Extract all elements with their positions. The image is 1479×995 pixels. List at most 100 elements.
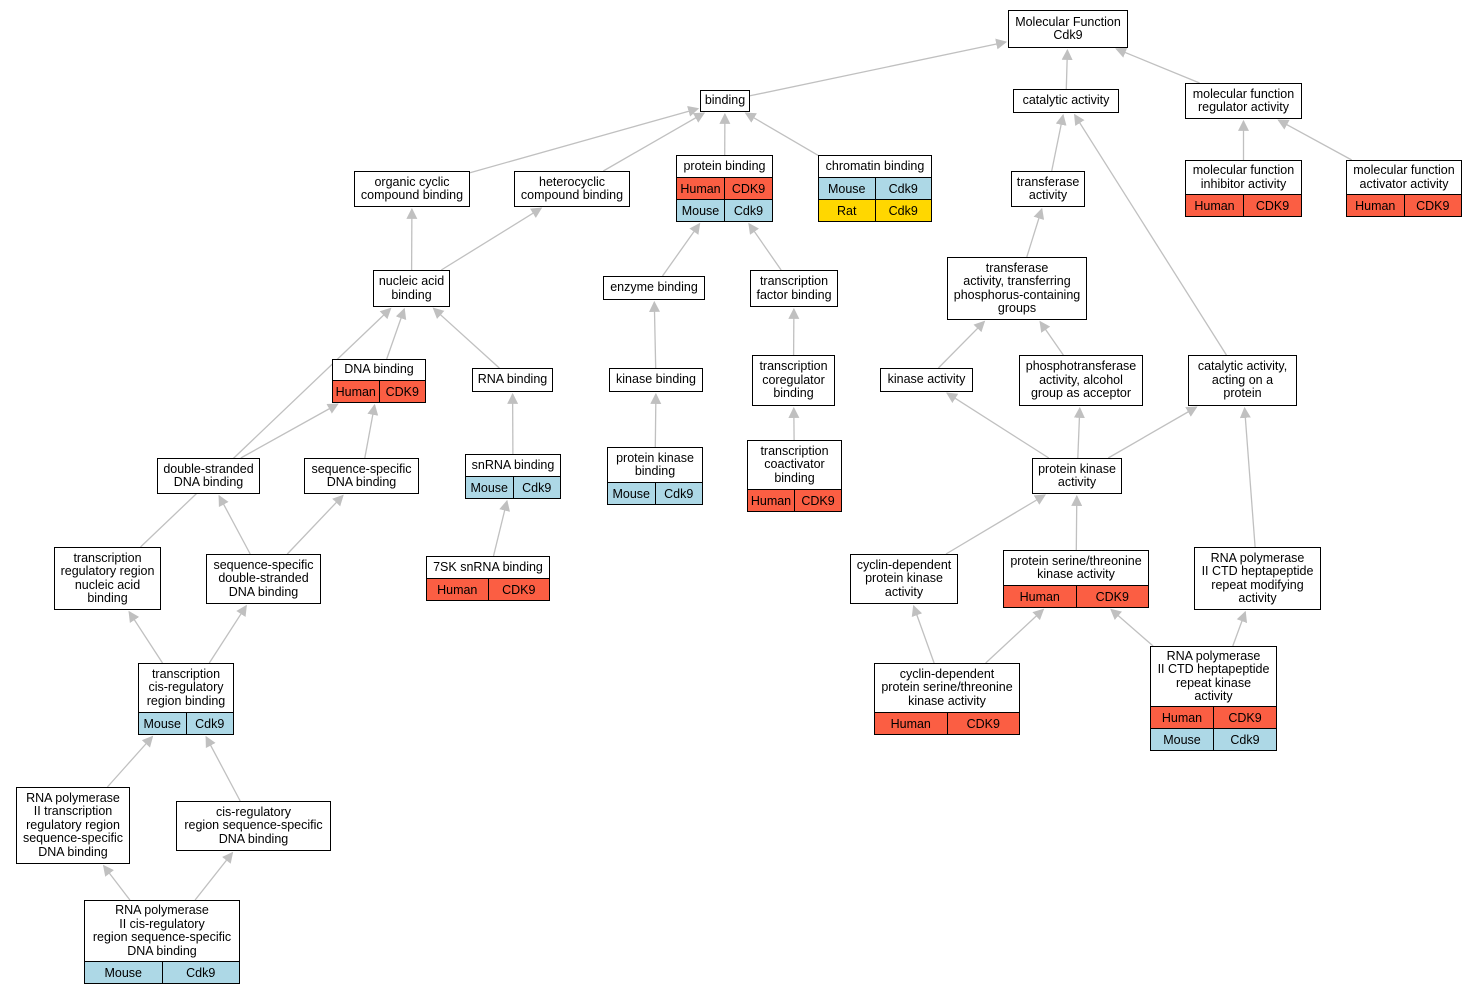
go-term-label-line: DNA binding bbox=[344, 362, 414, 377]
go-term-node-catalytic[interactable]: catalytic activity bbox=[1013, 89, 1119, 113]
go-term-label-line: II transcription bbox=[33, 804, 113, 819]
gene-symbol-cell: Cdk9 bbox=[874, 178, 932, 199]
go-term-label-line: transferase bbox=[985, 260, 1049, 275]
go-term-node-binding[interactable]: binding bbox=[700, 90, 750, 112]
species-name-cell: Human bbox=[1194, 198, 1235, 213]
go-term-label-line: catalytic activity, bbox=[1197, 359, 1288, 374]
gene-symbol-cell: Cdk9 bbox=[654, 483, 703, 504]
gene-symbol-cell: CDK9 bbox=[1213, 707, 1276, 728]
go-term-label-line: transferase bbox=[1016, 174, 1080, 189]
is-a-edge-transfphos-to-transf bbox=[1026, 207, 1045, 258]
species-name-cell: Human bbox=[437, 582, 478, 597]
go-term-label-line: protein kinase bbox=[1038, 461, 1116, 476]
is-a-edge-ctdmod-to-catprot bbox=[1239, 406, 1256, 548]
go-term-label: kinase activity bbox=[881, 369, 972, 391]
gene-symbol-cell: Cdk9 bbox=[1213, 729, 1276, 750]
species-name-cell: Mouse bbox=[143, 716, 182, 731]
go-term-label-line: DNA binding bbox=[127, 943, 197, 958]
go-term-label-line: protein bbox=[1223, 386, 1262, 401]
go-term-label-line: RNA binding bbox=[477, 372, 548, 387]
go-term-label: 7SK snRNA binding bbox=[427, 557, 549, 578]
go-term-label-line: molecular function bbox=[1192, 163, 1295, 177]
go-term-label-line: enzyme binding bbox=[610, 280, 698, 295]
go-term-node-enzbind[interactable]: enzyme binding bbox=[603, 276, 705, 300]
go-term-label-line: DNA binding bbox=[218, 831, 289, 846]
gene-symbol-cell: CDK9 bbox=[1075, 586, 1149, 607]
go-term-label-line: cis-regulatory bbox=[148, 680, 224, 695]
go-term-label-line: RNA polymerase bbox=[115, 903, 209, 917]
is-a-edge-ctdkin-to-ctdmod bbox=[1232, 610, 1248, 647]
go-term-label: snRNA binding bbox=[466, 455, 560, 476]
go-term-label-line: DNA binding bbox=[326, 475, 397, 489]
species-name-cell: Mouse bbox=[827, 181, 866, 196]
go-term-label-line: molecular function bbox=[1192, 86, 1295, 101]
go-term-label-line: DNA binding bbox=[173, 475, 244, 489]
go-term-node-kinbind[interactable]: kinase binding bbox=[609, 368, 703, 392]
go-term-node-rnabind[interactable]: RNA binding bbox=[472, 368, 553, 392]
go-term-label-line: acting on a bbox=[1211, 372, 1274, 387]
go-term-label-line: cyclin-dependent bbox=[899, 666, 995, 681]
is-a-edge-rnap2tr-to-cisreg bbox=[106, 735, 154, 788]
is-a-edge-protkin-to-catprot bbox=[1107, 406, 1198, 459]
go-term-label-line: activity, alcohol bbox=[1039, 372, 1123, 387]
go-term-label-line: heterocyclic bbox=[539, 174, 605, 189]
go-term-label-line: transcription bbox=[73, 550, 142, 565]
go-term-node-kinact[interactable]: kinase activity bbox=[880, 368, 973, 392]
go-term-label-line: nucleic acid bbox=[74, 577, 141, 592]
is-a-edge-protkin-to-kinact bbox=[946, 392, 1050, 459]
is-a-edge-chrom-to-binding bbox=[744, 112, 819, 156]
gene-symbol-cell: CDK9 bbox=[946, 713, 1020, 734]
is-a-edge-catalytic-to-mf bbox=[1061, 48, 1073, 90]
gene-symbol-cell: CDK9 bbox=[724, 178, 772, 199]
is-a-edge-seqdsdna-to-seqdna bbox=[286, 494, 344, 555]
species-name-cell: Human bbox=[890, 716, 931, 731]
go-term-label-line: binding bbox=[774, 470, 815, 485]
go-term-label-line: inhibitor activity bbox=[1200, 176, 1287, 191]
go-term-label-line: regulatory region bbox=[60, 564, 155, 578]
